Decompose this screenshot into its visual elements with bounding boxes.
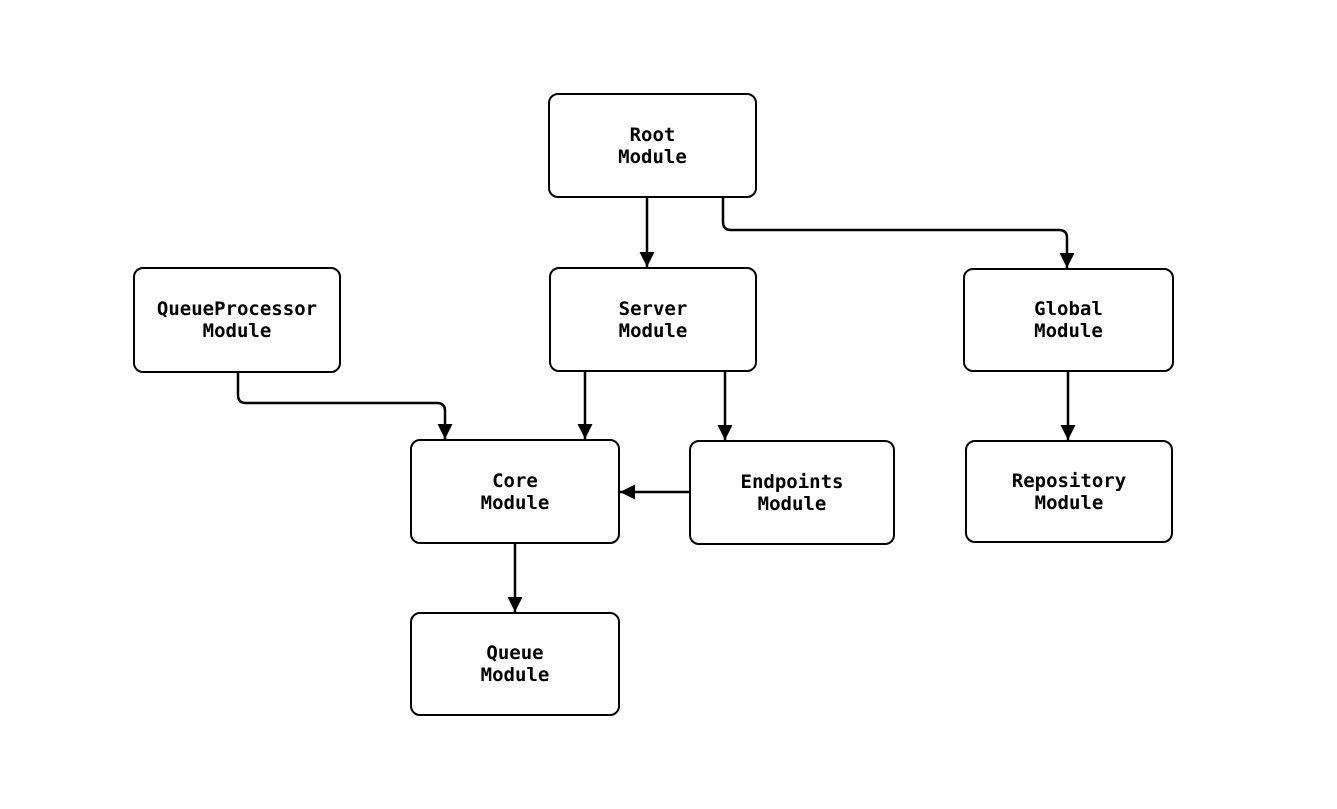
node-repository-module-label: Repository Module xyxy=(1011,469,1127,514)
edge-queueprocessor-to-core xyxy=(236,373,453,439)
node-endpoints-module: Endpoints Module xyxy=(689,440,895,545)
node-core-module: Core Module xyxy=(410,439,620,544)
node-global-module: Global Module xyxy=(963,268,1174,372)
node-server-module: Server Module xyxy=(549,267,757,372)
node-core-module-label: Core Module xyxy=(480,469,550,514)
node-queueprocessor-module: QueueProcessor Module xyxy=(133,267,341,373)
node-server-module-label: Server Module xyxy=(618,297,688,342)
node-root-module-label: Root Module xyxy=(618,123,687,168)
node-queue-module-label: Queue Module xyxy=(480,642,550,686)
edge-root-to-global xyxy=(721,198,1075,268)
node-root-module: Root Module xyxy=(548,93,757,198)
node-endpoints-module-label: Endpoints Module xyxy=(740,470,844,515)
node-repository-module: Repository Module xyxy=(965,440,1173,543)
node-queue-module: Queue Module xyxy=(410,612,620,716)
node-queueprocessor-module-label: QueueProcessor Module xyxy=(156,298,318,342)
node-global-module-label: Global Module xyxy=(1034,298,1103,342)
